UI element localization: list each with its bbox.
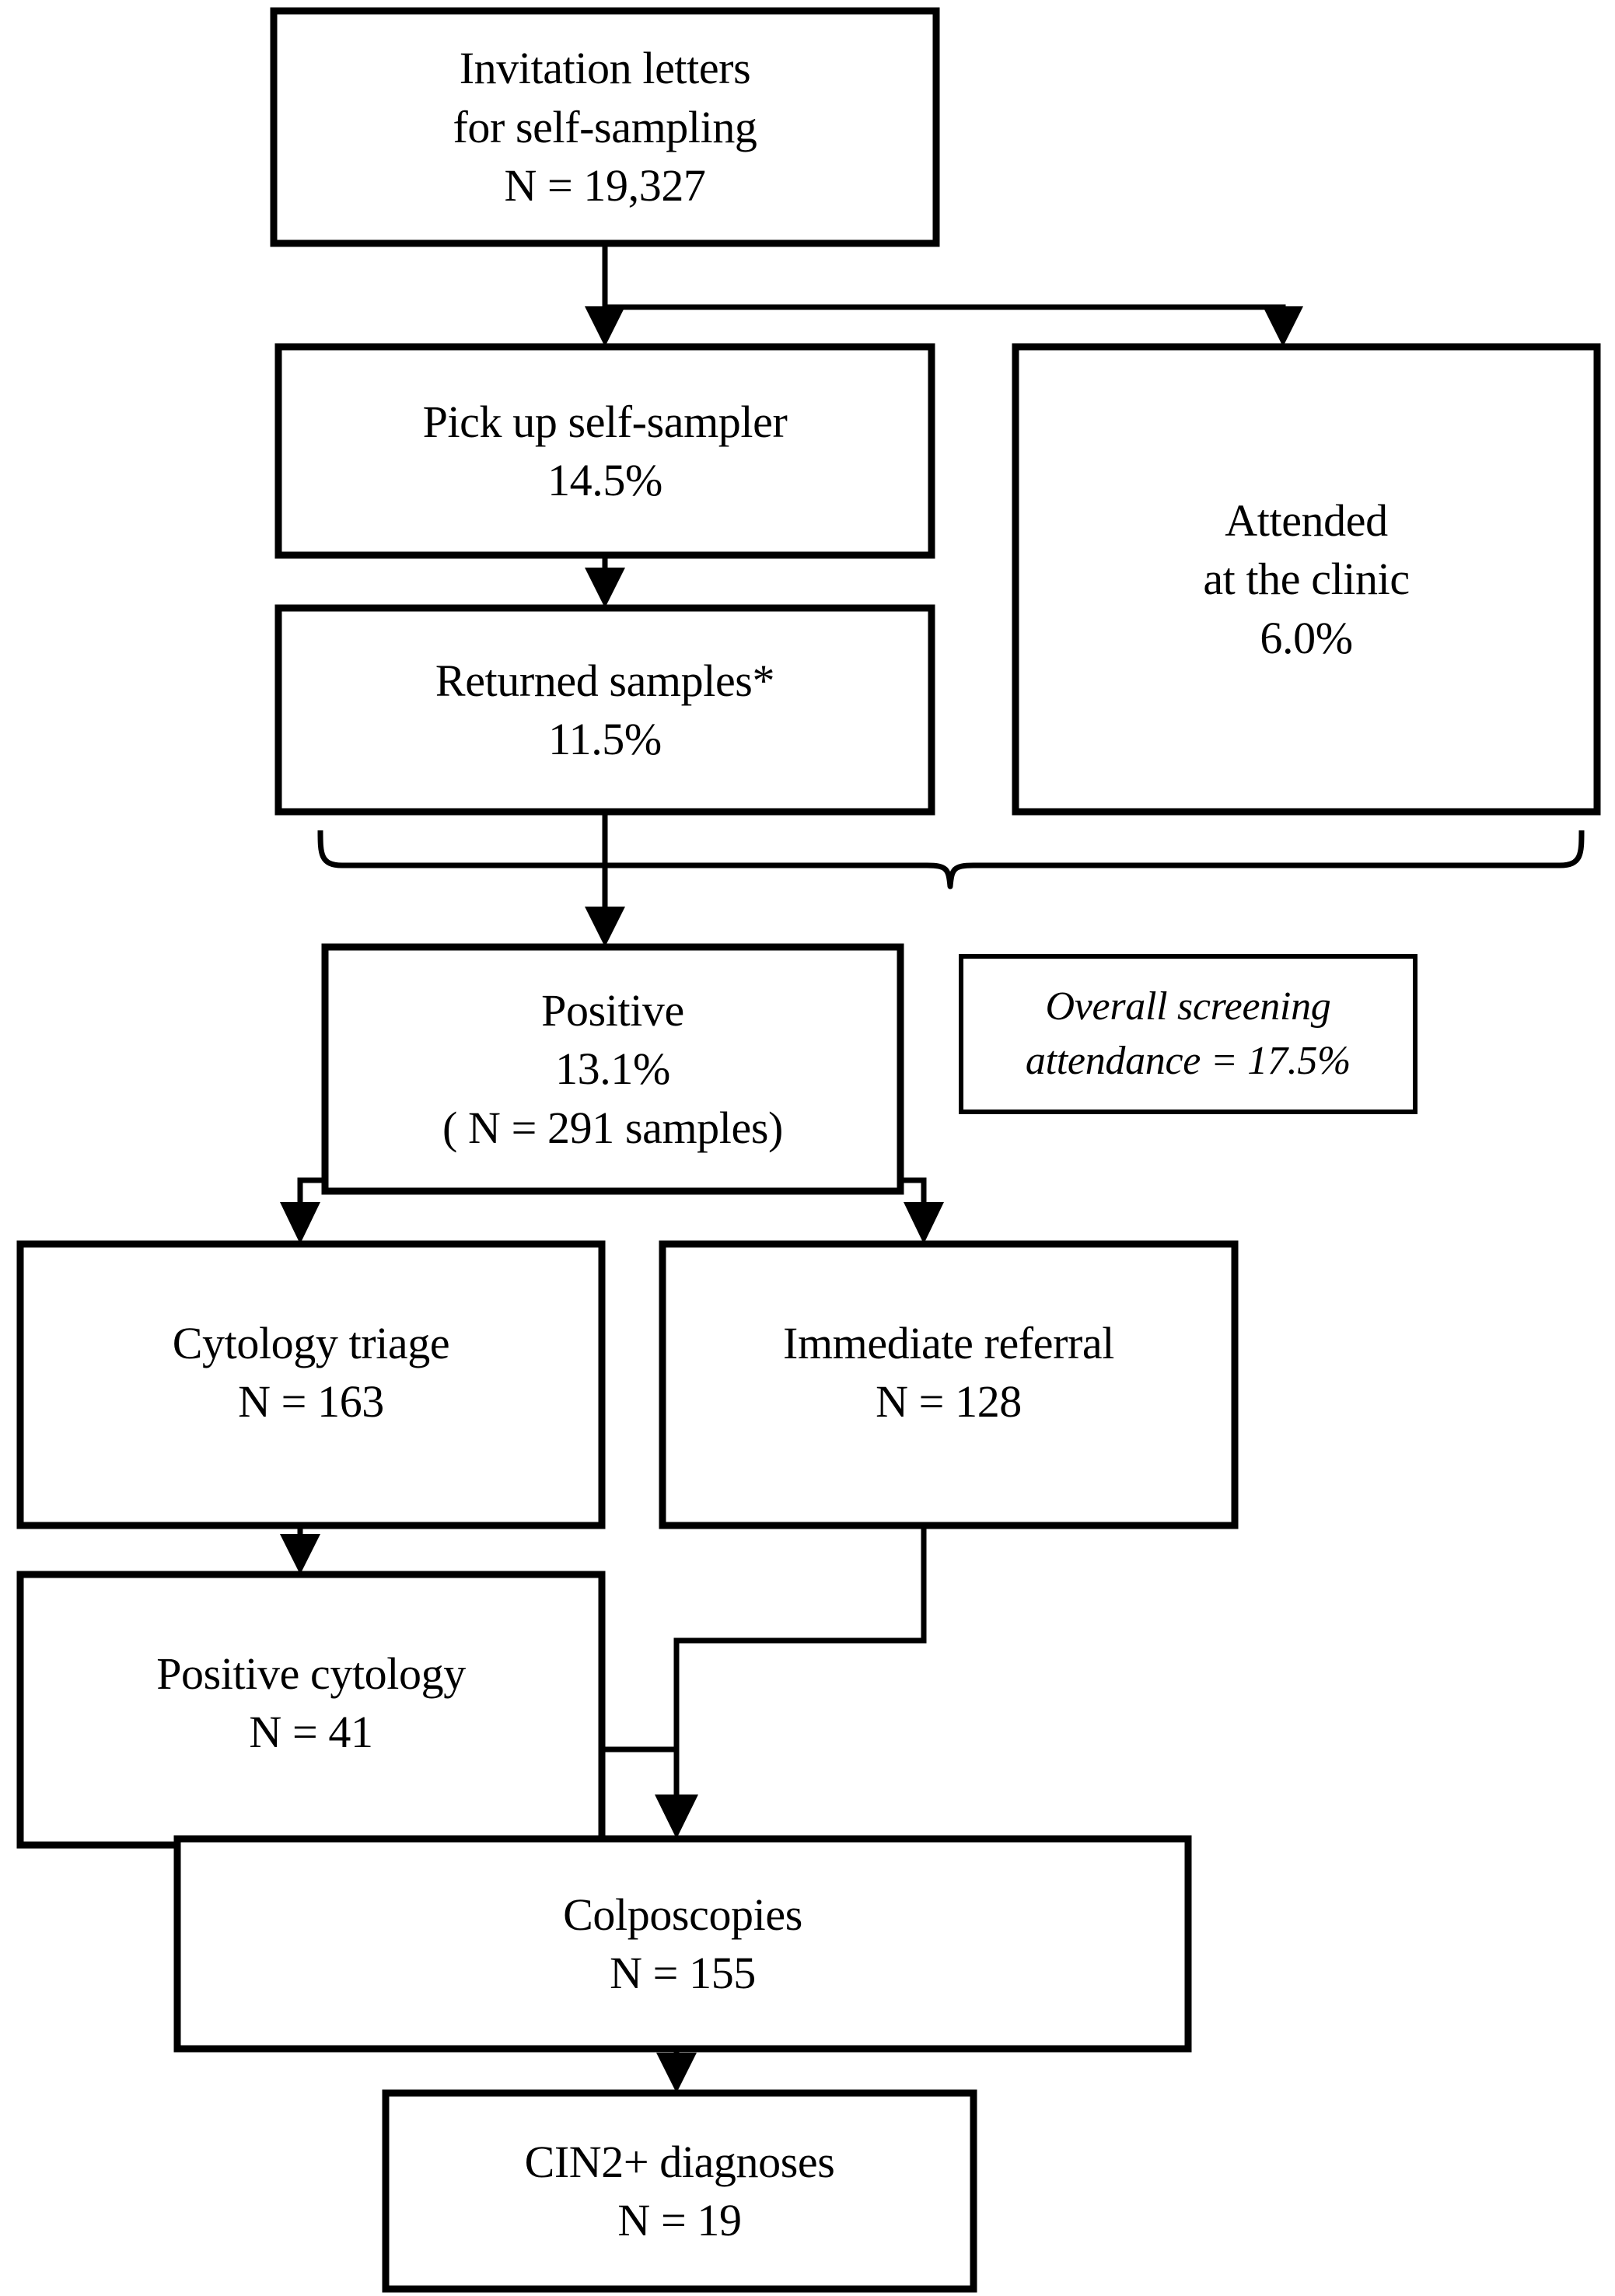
node-box-cytology-triage[interactable] [16, 1240, 606, 1529]
node-box-invitation-letters[interactable] [270, 7, 940, 247]
arrowhead-to-positive [585, 907, 625, 947]
node-box-cin2-diagnoses[interactable] [382, 2089, 977, 2293]
node-box-positive[interactable] [321, 943, 904, 1195]
edge-invitation-to-split [602, 243, 1286, 327]
arrowhead-to-cin2 [656, 2053, 697, 2093]
arrowhead-to-attended [1263, 306, 1303, 347]
node-box-positive-cytology[interactable] [16, 1571, 606, 1849]
arrowhead-to-colposcopies [655, 1795, 698, 1839]
arrowhead-to-positive-cytology [280, 1534, 320, 1574]
arrowhead-to-pick-up [585, 306, 625, 347]
edge-immediate-referral-to-merge [673, 1525, 927, 1749]
screening-attendance-brace [317, 830, 1585, 889]
arrowhead-to-returned [585, 568, 625, 608]
node-box-immediate-referral[interactable] [659, 1240, 1239, 1529]
node-box-pick-up-self-sampler[interactable] [274, 343, 935, 559]
node-box-returned-samples[interactable] [274, 604, 935, 816]
arrowhead-to-cytology-triage [280, 1202, 320, 1244]
node-box-colposcopies[interactable] [173, 1835, 1192, 2053]
node-box-attended-at-clinic[interactable] [1012, 343, 1601, 816]
arrowhead-to-immediate-referral [904, 1202, 944, 1244]
note-box-overall-screening-attendance [959, 954, 1417, 1114]
